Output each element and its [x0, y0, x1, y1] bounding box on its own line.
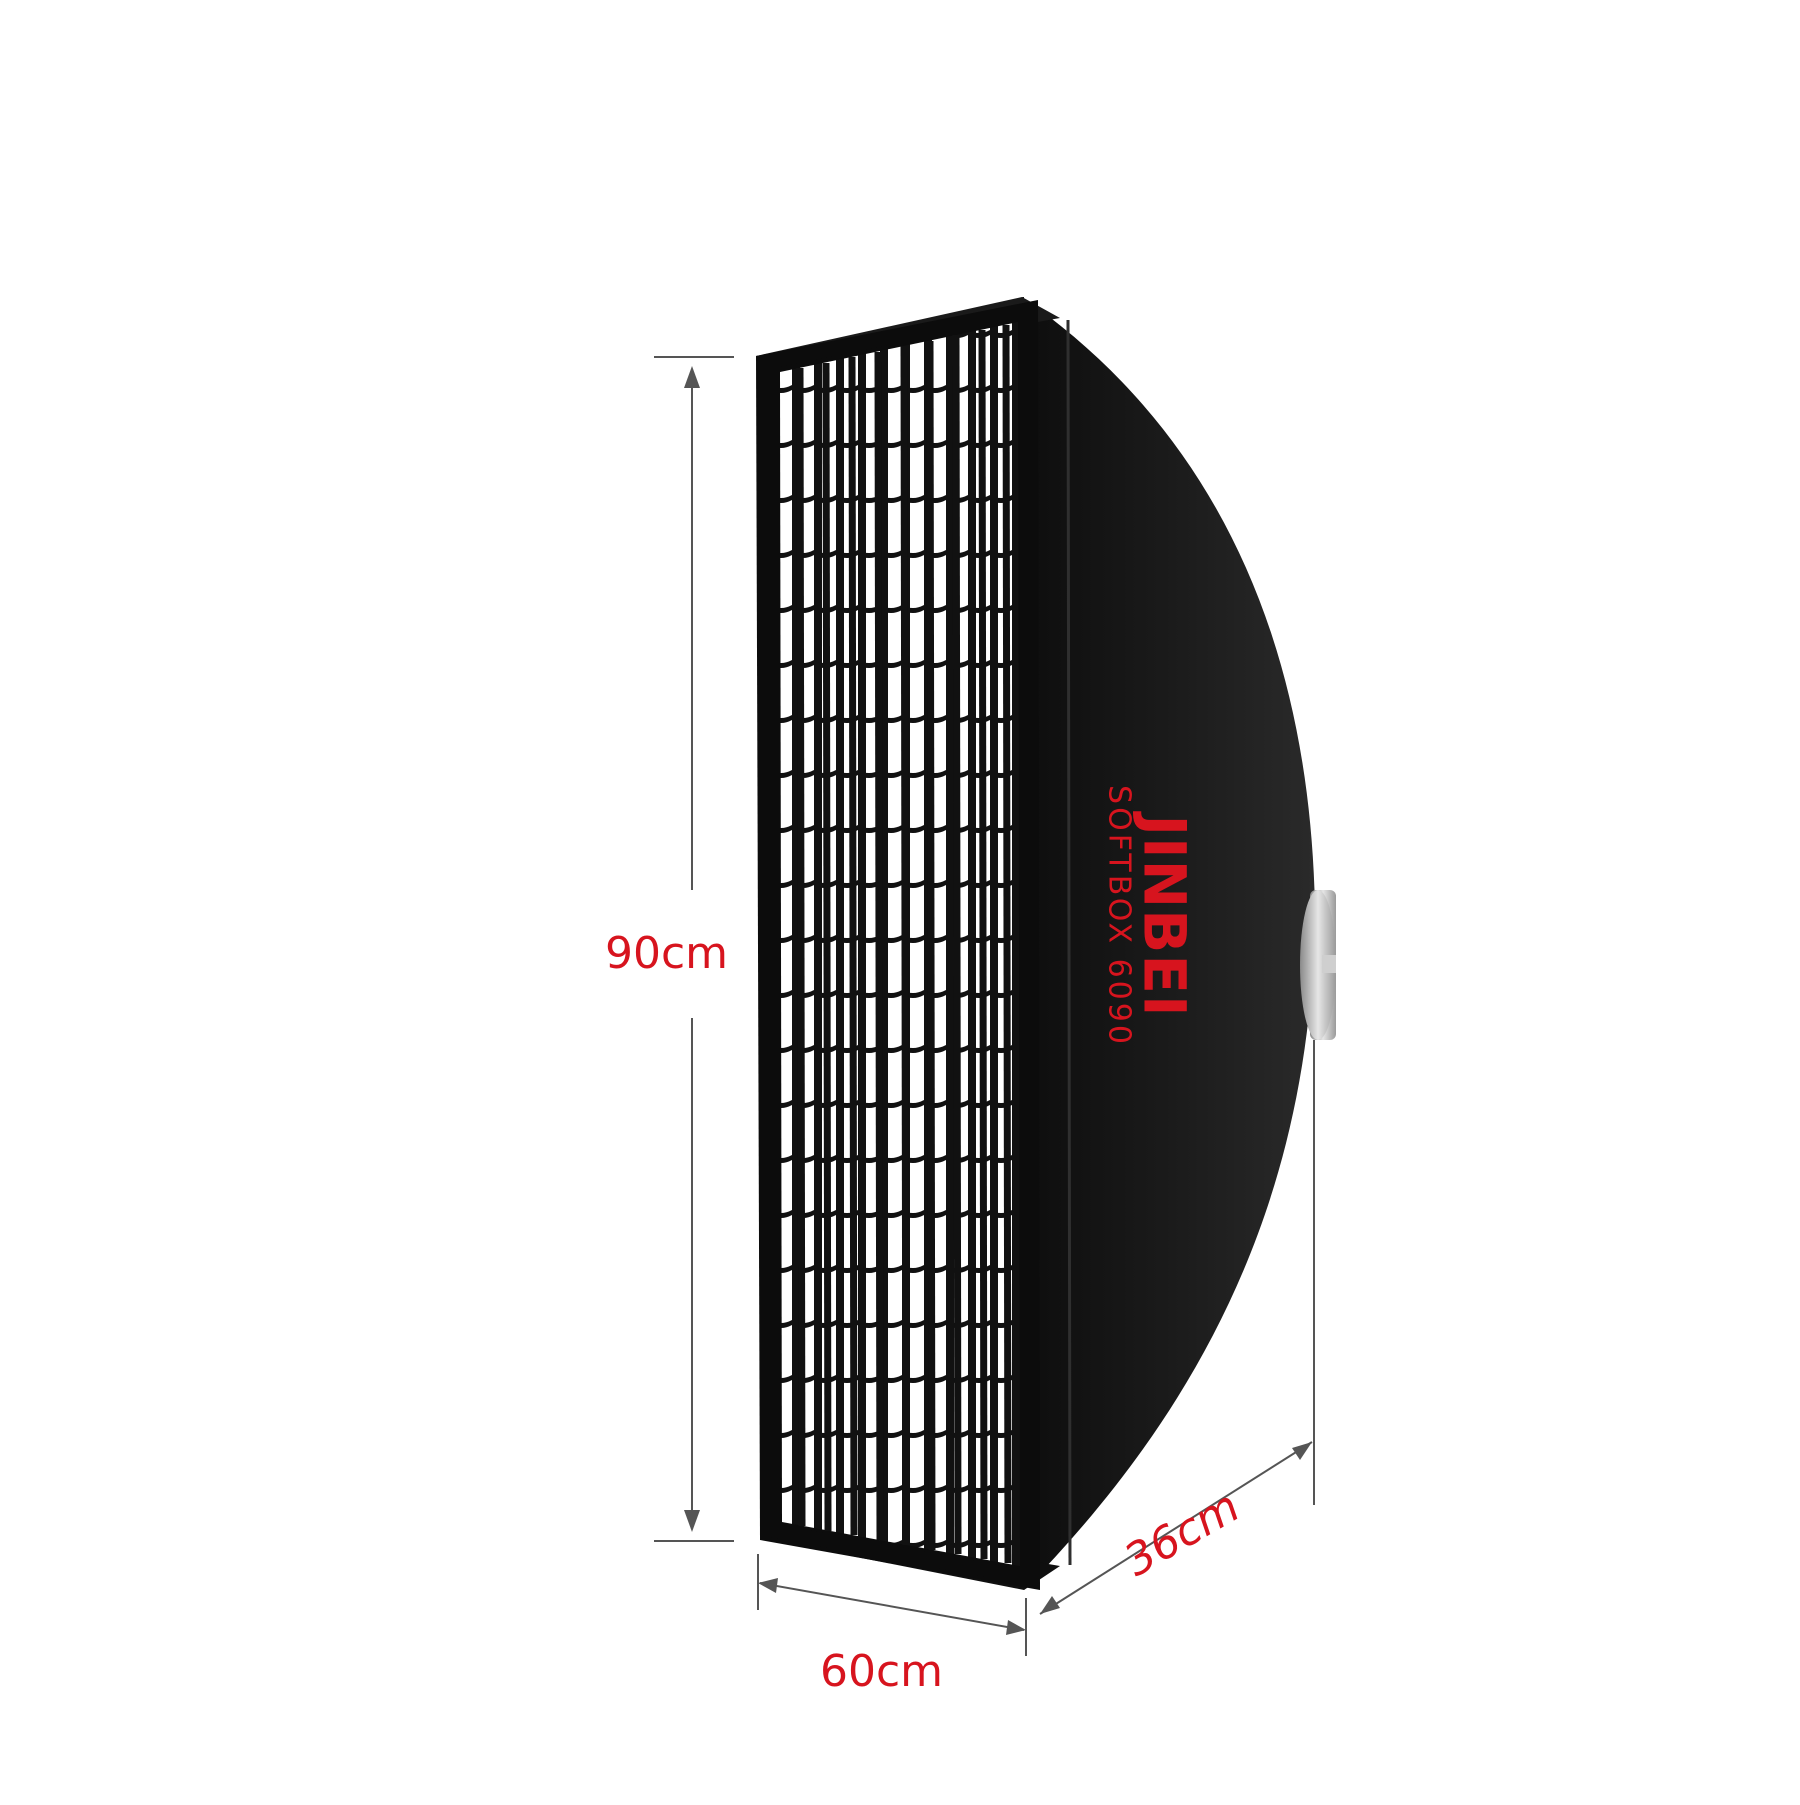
height-dimension-line: [654, 356, 734, 1542]
arrow-left-icon: [758, 1578, 778, 1593]
grid-bars: [796, 324, 1012, 1564]
width-dimension-line: [757, 1554, 1027, 1656]
height-label: 90cm: [605, 928, 729, 979]
depth-dimension-line: [1039, 1040, 1315, 1615]
arrow-up-icon: [684, 366, 700, 388]
brand-name: JINBEI: [1130, 814, 1199, 1018]
speedring-mount: [1300, 890, 1336, 1040]
arrow-down-icon: [684, 1510, 700, 1532]
arrow-right-icon: [1006, 1620, 1026, 1635]
brand-model: SOFTBOX 6090: [1101, 785, 1137, 1047]
arrow-down-left-icon: [1040, 1596, 1060, 1614]
arrow-up-right-icon: [1292, 1442, 1312, 1460]
width-label: 60cm: [820, 1646, 944, 1697]
softbox-side-panel: [1022, 297, 1315, 1590]
